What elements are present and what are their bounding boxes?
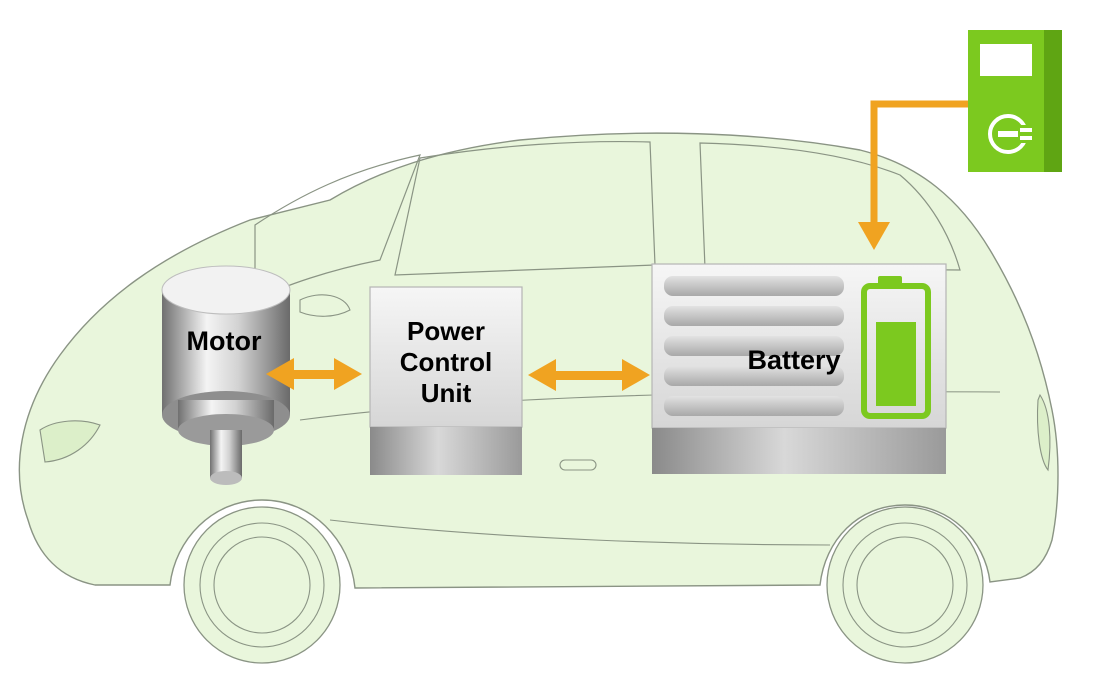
side-window-rear <box>699 142 961 271</box>
motor-component: Motor <box>161 265 291 485</box>
rocker-line <box>329 519 831 546</box>
pcu-label-line2: Control <box>400 347 492 377</box>
rear-wheel <box>826 506 984 664</box>
battery-slats <box>664 276 844 416</box>
front-wheel <box>183 506 341 664</box>
battery-label: Battery <box>747 345 840 375</box>
car-outline <box>18 132 1059 664</box>
taillight <box>1036 393 1051 472</box>
side-window-front <box>394 140 656 276</box>
charger-station <box>968 30 1062 172</box>
pcu-label-line3: Unit <box>421 378 472 408</box>
motor-pcu-arrow <box>266 358 362 390</box>
power-control-unit: Power Control Unit <box>369 286 523 475</box>
side-mirror <box>299 294 351 317</box>
charging-arrow <box>858 100 968 250</box>
motor-label: Motor <box>187 326 262 356</box>
door-handle <box>559 459 597 471</box>
headlight <box>39 420 101 463</box>
pcu-label-line1: Power <box>407 316 485 346</box>
pcu-battery-arrow <box>528 359 650 391</box>
car-body <box>18 132 1059 589</box>
ev-charger-plug-icon <box>988 114 1032 154</box>
battery-level-icon <box>861 276 931 419</box>
battery-pack: Battery <box>651 263 947 474</box>
